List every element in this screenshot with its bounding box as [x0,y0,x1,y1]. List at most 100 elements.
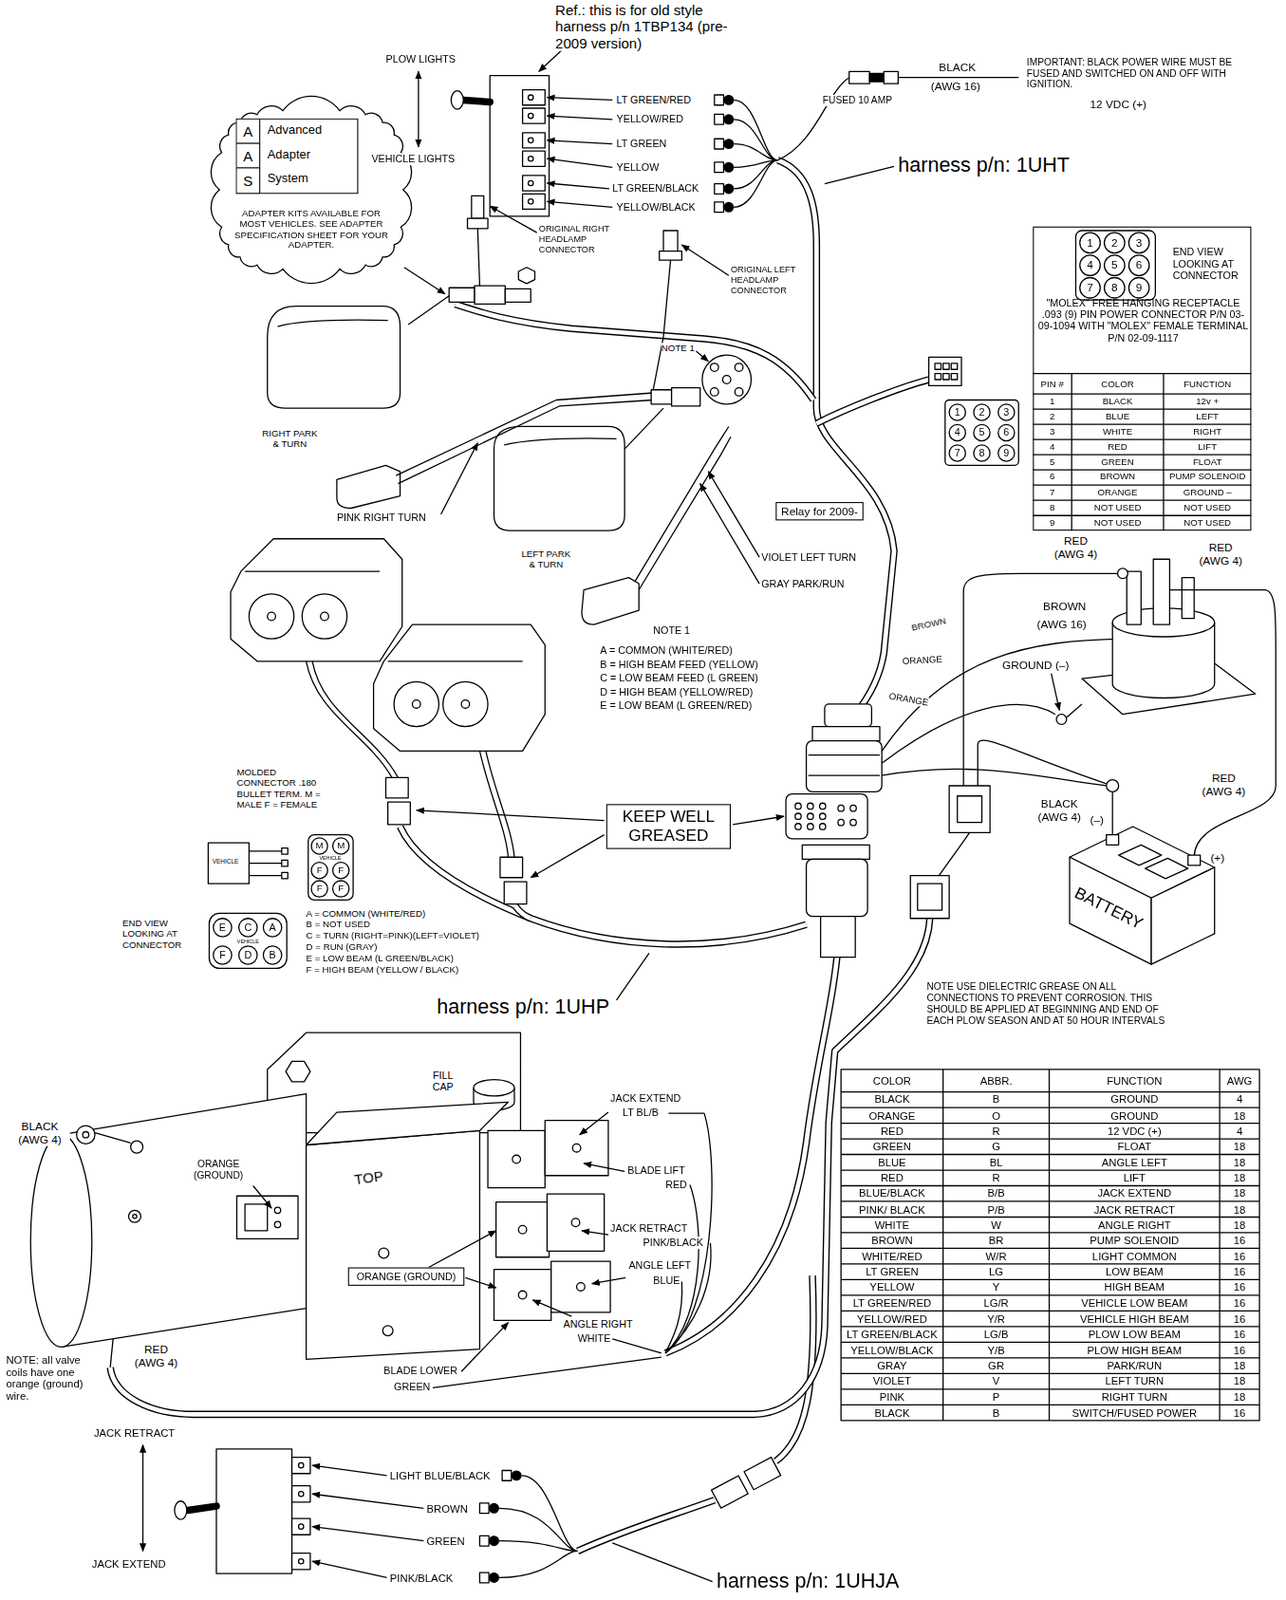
table-cell: 4 [1033,440,1071,454]
jack-switch-part [174,1501,187,1520]
table-cell: PINK [841,1390,942,1404]
vehicle-lights-part [663,230,678,252]
main-plug-part [795,813,802,820]
fused-power-lead-part [777,77,849,161]
text-label: VIOLET LEFT TURN [761,552,857,564]
pump-assembly-part [285,1061,311,1082]
table-cell: 16 [1220,1311,1259,1325]
vehicle-lights-part [934,363,941,370]
pump-assembly-part [487,1130,545,1188]
node-text: Advanced [267,123,322,138]
connector-end-views-part [208,913,287,969]
connector-end-views-part [333,880,350,897]
pump-assembly-part [532,1300,572,1317]
grease-warning-box: KEEP WELL GREASED [606,803,731,849]
text-label: ORIGINAL LEFT HEADLAMP CONNECTOR [730,265,809,297]
table-cell: ANGLE RIGHT [1050,1218,1219,1232]
table-cell: YELLOW [841,1280,942,1294]
pump-assembly-part [579,1112,609,1136]
text-label: E = LOW BEAM (L GREEN/BLACK) [306,952,454,964]
connector-end-views-part [281,859,288,866]
table-grid-part [1032,438,1251,440]
table-cell: RIGHT [1164,425,1250,439]
table-cell: 18 [1220,1155,1259,1170]
light-switch-part [714,138,725,150]
pin-label: F [219,950,226,961]
vehicle-lights-part [998,424,1015,441]
main-plug-part [820,916,857,958]
table-cell: 16 [1220,1233,1259,1248]
table-cell: GROUND – [1164,485,1250,500]
table-cell: 6 [1033,470,1071,485]
fused-power-lead-part [897,76,1019,78]
vehicle-lights-part [624,408,664,449]
jack-switch-part [298,1462,304,1468]
light-switch-part [724,184,734,194]
table-cell: 18 [1220,1202,1259,1216]
table-cell: 18 [1220,1390,1259,1404]
table-grid-part [1032,423,1251,425]
solenoid-battery-wiring-part [1118,844,1162,866]
pin-label: F [337,884,344,895]
jack-switch-part [298,1559,304,1565]
table-cell: BLUE [1072,410,1163,424]
text-label: (–) [1090,813,1104,827]
jack-switch [143,1445,782,1584]
main-plug-part [838,819,844,825]
pump-assembly-part [82,1132,89,1138]
light-switch-part [528,180,534,186]
table-cell: P/B [944,1202,1049,1216]
connector-end-views-part [248,851,281,876]
vehicle-lights-part [518,267,535,284]
pin-label: VEHICLE [318,856,341,861]
pump-assembly-part [130,1140,144,1154]
pump-assembly-part [432,1357,662,1388]
pin-label: 7 [954,447,961,459]
table-cell: B/B [944,1187,1049,1201]
harness-cable-part [400,826,807,945]
table-cell: BLACK [1072,394,1163,409]
vehicle-lights-part [581,577,639,625]
vehicle-lights-part [998,404,1015,421]
main-plug-part [838,804,844,811]
light-switch-part [522,150,546,167]
connector-end-views-part [333,862,350,879]
table-cell: NOT USED [1164,501,1250,515]
connector-end-views-part [213,946,232,965]
node-text: KEEP WELL GREASED [613,807,724,846]
vehicle-lights-part [934,373,941,380]
harness-cable-part [777,160,895,715]
pump-assembly-part [461,1323,508,1373]
text-label: WHITE [577,1332,612,1344]
table-cell: COLOR [841,1070,942,1092]
harness-cable-part [577,1500,715,1552]
text-label: BROWN [910,615,948,634]
text-label: BLUE [652,1274,680,1286]
pin-label: 3 [1136,237,1143,249]
table-cell: LIFT [1164,440,1250,454]
plow-lights-part [301,594,347,639]
plow-lights-part [732,816,784,825]
pin-label: F [337,865,344,876]
plow-lights-part [416,810,605,821]
table-grid [840,230,1260,1421]
pump-assembly-part [571,1218,580,1228]
table-cell: B [944,1093,1049,1107]
table-cell: LEFT TURN [1050,1374,1219,1388]
vehicle-lights-part [471,195,485,219]
text-label: NOTE: all valve coils have one orange (g… [5,1353,92,1403]
table-cell: 16 [1220,1296,1259,1310]
fused-power-lead-part [883,71,898,84]
pump-assembly-part [306,1101,509,1145]
plow-lights-part [500,857,523,878]
table-cell: 18 [1220,1108,1259,1122]
solenoid-battery-wiring-part [1145,857,1189,879]
table-cell: WHITE [841,1218,942,1232]
solenoid-battery-wiring-part [1069,857,1152,965]
text-label: YELLOW/RED [616,112,685,125]
vehicle-lights-part [441,443,479,515]
harness-cable-part [775,1275,814,1462]
text-label: F = HIGH BEAM (YELLOW / BLACK) [306,964,460,975]
text-label: RED (AWG 4) [1193,540,1248,567]
pump-assembly-part [583,1163,625,1173]
